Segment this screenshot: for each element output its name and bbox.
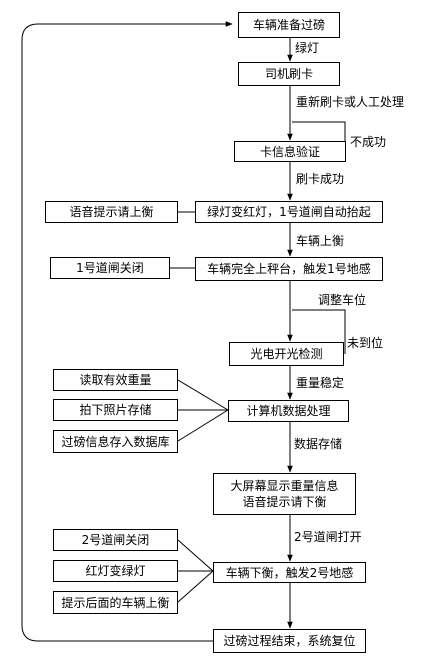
side-gate2-close: 2号道闸关闭 [53,529,178,551]
label-green-light: 绿灯 [295,41,320,55]
label-data-store: 数据存储 [294,437,343,451]
node-driver-swipe-card: 司机刷卡 [238,62,340,86]
label-gate2-open: 2号道闸打开 [294,530,362,544]
label-weight-stable: 重量稳定 [296,376,345,390]
side-photo-store: 拍下照片存储 [53,399,178,421]
display-line-1: 大屏幕显示重量信息 [230,479,339,493]
display-line-2: 语音提示请下衡 [242,495,327,509]
branch-read-weight [177,379,229,411]
node-vehicle-on-scale: 车辆完全上秤台，触发1号地感 [195,257,383,281]
node-vehicle-off-scale: 车辆下衡，触发2号地感 [213,562,366,583]
branch-gate2-close [177,539,214,572]
branch-db-store [177,409,229,442]
side-next-vehicle: 提示后面的车辆上衡 [53,591,178,614]
label-retry: 重新刷卡或人工处理 [296,95,405,109]
side-red-to-green: 红灯变绿灯 [53,560,178,582]
node-card-verify: 卡信息验证 [234,141,346,162]
label-not-in-place: 未到位 [347,336,384,350]
side-read-weight: 读取有效重量 [53,369,178,391]
label-adjust-position: 调整车位 [318,293,367,307]
loop-adjust-position [292,309,346,354]
node-display-weight: 大屏幕显示重量信息 语音提示请下衡 [213,473,356,515]
side-db-store: 过磅信息存入数据库 [53,430,178,453]
side-gate1-close: 1号道闸关闭 [50,257,170,279]
node-gate1-open: 绿灯变红灯，1号道闸自动抬起 [195,201,383,223]
label-fail: 不成功 [350,135,387,149]
label-swipe-success: 刷卡成功 [296,172,345,186]
node-process-finish: 过磅过程结束，系统复位 [213,629,366,653]
loop-system-reset [21,21,233,642]
side-voice-prompt-up: 语音提示请上衡 [45,201,178,223]
label-vehicle-up: 车辆上衡 [296,234,345,248]
node-computer-processing: 计算机数据处理 [228,400,349,422]
branch-next-vehicle [177,570,214,603]
node-photo-detect: 光电开光检测 [229,342,344,366]
node-vehicle-ready: 车辆准备过磅 [238,12,340,38]
